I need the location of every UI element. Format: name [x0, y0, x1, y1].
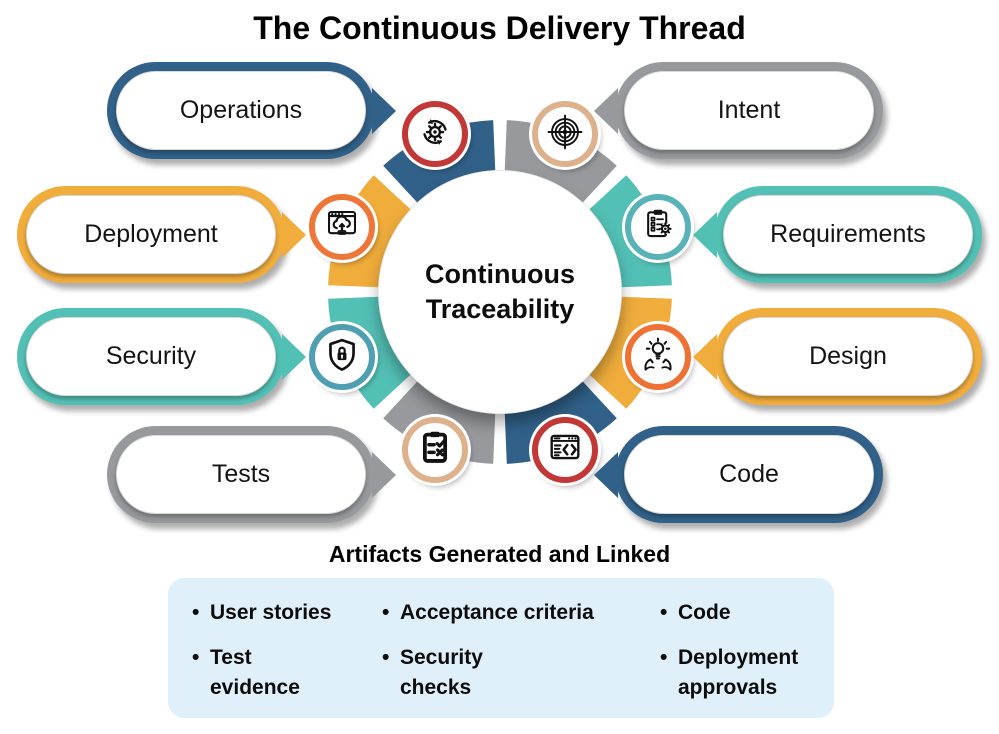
artifact-item: Code [660, 598, 798, 628]
security-icon-badge [309, 324, 376, 391]
pill-tests: Tests [107, 426, 396, 523]
pill-tests-body: Tests [116, 435, 366, 514]
artifacts-column-3: CodeDeployment approvals [660, 598, 798, 718]
artifact-item-text: Acceptance criteria [400, 601, 594, 624]
pill-requirements-label: Requirements [770, 220, 926, 248]
intent-icon-badge [532, 101, 599, 168]
artifact-item-text: Test evidence [210, 646, 300, 699]
artifacts-panel: User storiesTest evidence Acceptance crit… [168, 578, 834, 718]
pill-intent-body: Intent [624, 71, 874, 150]
pill-deployment: Deployment [17, 186, 306, 283]
clipboard-check-icon [416, 428, 454, 471]
artifact-item: User stories [192, 598, 331, 628]
pill-intent-arrow [594, 87, 618, 134]
pill-design-body: Design [723, 317, 973, 396]
artifacts-column-2: Acceptance criteriaSecurity checks [382, 598, 594, 718]
pill-operations-label: Operations [179, 96, 303, 124]
hub-center-circle: Continuous Traceability [379, 171, 621, 413]
pill-intent-label: Intent [717, 96, 781, 124]
pill-design-label: Design [809, 342, 887, 370]
artifacts-column-1: User storiesTest evidence [192, 598, 331, 718]
artifacts-list: User storiesTest evidence [192, 598, 331, 703]
diagram-title: The Continuous Delivery Thread [253, 10, 746, 46]
pill-security-label: Security [105, 342, 197, 370]
target-icon [546, 113, 584, 156]
pill-security-body: Security [26, 317, 276, 396]
pill-requirements-body: Requirements [723, 195, 973, 274]
artifact-item: Test evidence [192, 643, 331, 703]
artifact-item-text: User stories [210, 601, 332, 624]
pill-code-body: Code [624, 435, 874, 514]
pill-tests-arrow [372, 451, 396, 498]
code-icon-badge [532, 416, 599, 483]
pill-tests-label: Tests [211, 460, 271, 488]
operations-icon-badge [401, 101, 468, 168]
hub-center-label: Continuous Traceability [425, 258, 575, 324]
pill-operations-body: Operations [116, 71, 366, 150]
pill-code-arrow [594, 451, 618, 498]
shield-lock-icon [323, 336, 361, 379]
tests-icon-badge [401, 416, 468, 483]
pill-code: Code [594, 426, 883, 523]
artifact-item: Acceptance criteria [382, 598, 594, 628]
clipboard-gear-icon [639, 205, 677, 248]
pill-requirements: Requirements [693, 186, 982, 283]
requirements-icon-badge [624, 193, 691, 260]
artifact-item-text: Security checks [400, 646, 483, 699]
pill-deployment-body: Deployment [26, 195, 276, 274]
artifact-item-text: Code [678, 601, 731, 624]
pill-operations: Operations [107, 62, 396, 159]
bulb-hands-icon [639, 336, 677, 379]
pill-code-label: Code [719, 460, 779, 488]
pill-deployment-arrow [282, 211, 306, 258]
pill-intent: Intent [594, 62, 883, 159]
deployment-icon-badge [309, 193, 376, 260]
pill-security: Security [17, 308, 306, 405]
artifact-item: Security checks [382, 643, 594, 703]
pill-design: Design [693, 308, 982, 405]
artifact-item-text: Deployment approvals [678, 646, 799, 699]
artifacts-title: Artifacts Generated and Linked [328, 541, 671, 567]
artifacts-list: CodeDeployment approvals [660, 598, 798, 703]
pill-security-arrow [282, 333, 306, 380]
design-icon-badge [624, 324, 691, 391]
cloud-upload-icon [323, 205, 361, 248]
pill-operations-arrow [372, 87, 396, 134]
gear-sync-icon [416, 113, 454, 156]
pill-design-arrow [693, 333, 717, 380]
pill-requirements-arrow [693, 211, 717, 258]
artifact-item: Deployment approvals [660, 643, 798, 703]
artifacts-list: Acceptance criteriaSecurity checks [382, 598, 594, 703]
code-window-icon [546, 428, 584, 471]
pill-deployment-label: Deployment [84, 220, 218, 248]
